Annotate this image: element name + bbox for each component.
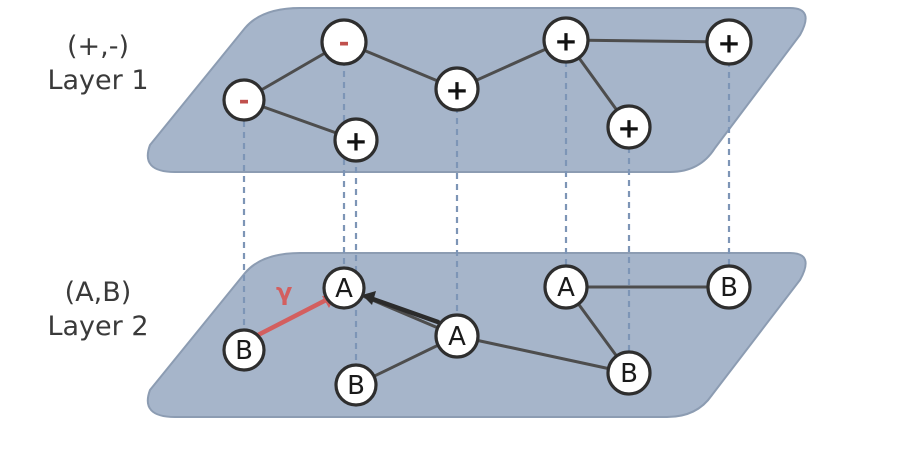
layer1-nodes: - - + + + + + [222,16,753,163]
layer1-caption-top: (+,-) [66,31,129,62]
node-label: + [344,125,367,158]
layer2-node: B [606,350,652,396]
layer1-node: + [333,117,379,163]
gamma-arrow [255,295,333,338]
node-circle [434,313,480,359]
node-circle [705,18,753,66]
layer2-caption: (A,B) Layer 2 [18,276,178,344]
node-circle [542,16,590,64]
node-circle [706,264,752,310]
node-label: A [448,322,466,352]
node-label: B [720,273,738,303]
node-label: - [339,28,350,58]
layer1-node: + [606,104,652,150]
node-circle [222,78,266,122]
node-label: A [335,274,353,304]
layer2-node: A [543,264,589,310]
dark-arrow [367,295,441,325]
node-circle [543,264,589,310]
layer2-edge [455,334,631,375]
layer2-node: B [334,363,378,407]
layer1-caption: (+,-) Layer 1 [18,30,178,98]
node-label: A [557,273,575,303]
node-label: + [617,112,640,145]
layer2-node: B [706,264,752,310]
layer2-caption-bottom: Layer 2 [47,311,149,342]
gamma-label: γ [276,278,292,306]
dark-arrowhead [362,291,376,305]
node-circle [606,104,652,150]
layer1-node: + [434,66,480,112]
node-circle [222,328,266,372]
node-label: - [239,86,250,116]
node-circle [320,18,368,66]
node-label: B [620,359,638,389]
node-label: + [717,27,740,60]
interlayer-links [242,62,731,382]
layer1-node: - [222,78,266,122]
layer1-edge [564,38,731,44]
node-circle [606,350,652,396]
node-label: + [554,25,577,58]
layer2-caption-top: (A,B) [64,277,132,308]
layer1-caption-bottom: Layer 1 [47,65,149,96]
node-label: B [235,336,253,366]
layer2-nodes: B A A B A B B [222,264,752,407]
node-circle [434,66,480,112]
layer2-node: B [222,328,266,372]
layer1-node: + [542,16,590,64]
layer1-node: + [705,18,753,66]
node-circle [334,363,378,407]
layer2-node: A [322,266,366,310]
node-circle [322,266,366,310]
node-label: B [347,371,365,401]
node-label: + [445,74,468,107]
node-circle [333,117,379,163]
layer1-node: - [320,18,368,66]
layer2-node: A [434,313,480,359]
